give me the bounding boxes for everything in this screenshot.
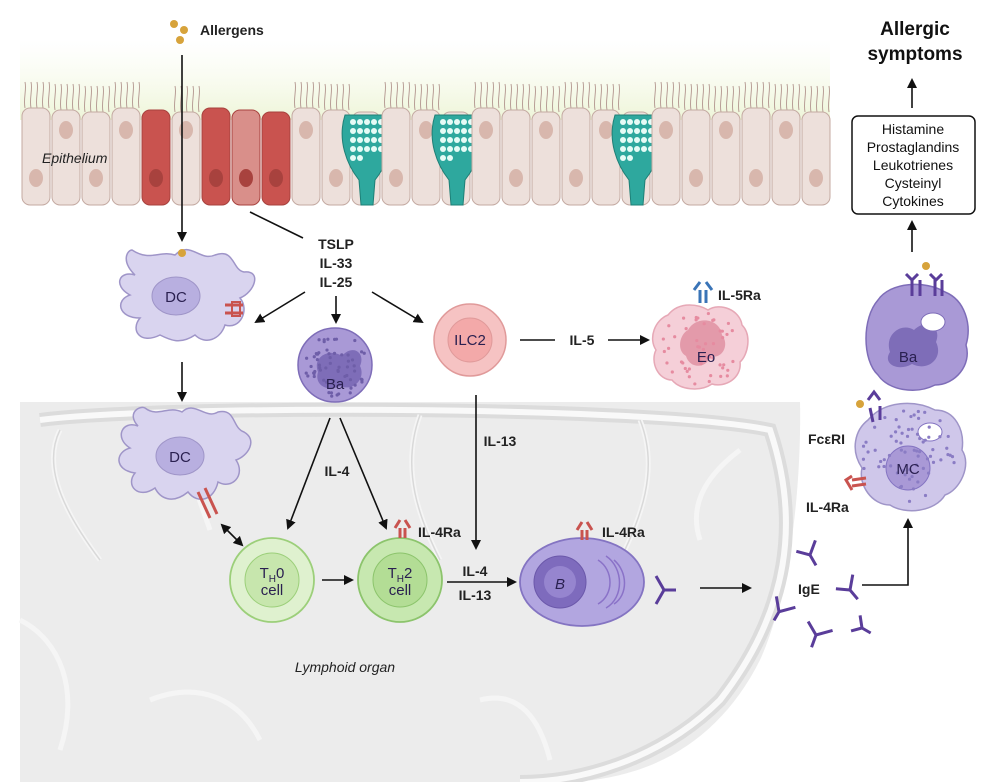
mediator-histamine: Histamine bbox=[882, 121, 944, 137]
epithelial-cytokines: TSLP IL-33 IL-25 bbox=[318, 236, 354, 290]
epithelial-cell bbox=[801, 111, 831, 206]
mediators-box bbox=[851, 115, 976, 215]
epithelial-cell bbox=[381, 107, 411, 206]
th2-cell bbox=[357, 519, 443, 623]
il5-receptor-icon bbox=[692, 281, 714, 303]
th0-cell bbox=[229, 537, 315, 623]
dendritic-cell-bottom bbox=[118, 406, 252, 519]
fceri-label: FcεRI bbox=[808, 431, 845, 447]
cytokine-tslp: TSLP bbox=[318, 236, 354, 252]
th2-cell-word: cell bbox=[389, 582, 412, 599]
dc-top-label: DC bbox=[165, 289, 187, 306]
epithelial-cell bbox=[501, 109, 531, 206]
dendritic-cell-top bbox=[118, 248, 256, 342]
epithelial-cell bbox=[51, 109, 81, 206]
epithelial-cell bbox=[21, 107, 51, 206]
il4-th2-label: IL-4 bbox=[463, 563, 488, 579]
il4ra-th2-label: IL-4Ra bbox=[418, 524, 461, 540]
dc-th0-interaction-arrow bbox=[220, 523, 244, 547]
cytokine-il25: IL-25 bbox=[320, 274, 353, 290]
il4ra-b-label: IL-4Ra bbox=[602, 524, 645, 540]
epithelial-cell bbox=[201, 107, 231, 206]
epithelial-cell bbox=[231, 109, 261, 206]
epithelial-cell bbox=[771, 109, 801, 206]
eosinophil bbox=[651, 281, 749, 390]
activated-basophil-label: Ba bbox=[899, 349, 918, 366]
mediator-leukotrienes: Leukotrienes bbox=[873, 157, 953, 173]
il4-receptor-th2-icon bbox=[393, 519, 412, 538]
il4ra-mc-label: IL-4Ra bbox=[806, 499, 849, 515]
epithelial-cell bbox=[111, 107, 141, 206]
lymphoid-organ-label: Lymphoid organ bbox=[295, 659, 395, 675]
ilc2-cell bbox=[433, 303, 507, 377]
il4-receptor-b-icon bbox=[575, 521, 594, 540]
epithelium-label: Epithelium bbox=[42, 150, 108, 166]
basophil-label: Ba bbox=[326, 376, 345, 393]
ige-label: IgE bbox=[798, 581, 820, 597]
mast-cell bbox=[843, 389, 967, 512]
arrow-to-dc bbox=[254, 291, 306, 324]
epithelial-cell bbox=[291, 107, 321, 206]
il5ra-label: IL-5Ra bbox=[718, 287, 761, 303]
mediator-cytokines: Cytokines bbox=[882, 193, 943, 209]
arrow-to-ilc2 bbox=[371, 291, 424, 324]
eosinophil-label: Eo bbox=[697, 349, 715, 366]
th0-label: TH0 bbox=[260, 565, 285, 585]
epithelial-cell bbox=[171, 111, 201, 206]
ilc2-label: ILC2 bbox=[454, 332, 486, 349]
fceri-receptor-icon bbox=[866, 389, 882, 423]
dc-bottom-label: DC bbox=[169, 449, 191, 466]
epithelium-to-cytokines-line bbox=[249, 211, 304, 239]
epithelial-cell bbox=[711, 111, 741, 206]
allergens-label: Allergens bbox=[200, 22, 264, 38]
il4-label: IL-4 bbox=[325, 463, 350, 479]
allergen-particles-icon bbox=[170, 20, 188, 44]
epithelial-cell bbox=[81, 111, 111, 206]
epithelial-cell bbox=[561, 107, 591, 206]
mediator-prostaglandins: Prostaglandins bbox=[867, 139, 960, 155]
cytokine-il33: IL-33 bbox=[320, 255, 353, 271]
epithelial-cell bbox=[681, 109, 711, 206]
epithelial-cell bbox=[741, 107, 771, 206]
epithelial-cell bbox=[531, 111, 561, 206]
il5-label: IL-5 bbox=[570, 332, 595, 348]
b-cell bbox=[519, 521, 645, 627]
epithelial-cell bbox=[651, 107, 681, 206]
il13-th2-label: IL-13 bbox=[459, 587, 492, 603]
il4-arrow-th0 bbox=[286, 417, 331, 530]
mast-cell-label: MC bbox=[896, 461, 919, 478]
b-cell-label: B bbox=[555, 576, 565, 593]
activated-basophil bbox=[865, 262, 969, 391]
il13-ilc2-label: IL-13 bbox=[484, 433, 517, 449]
epithelial-cell bbox=[471, 107, 501, 206]
th0-cell-word: cell bbox=[261, 582, 284, 599]
title-line-2: symptoms bbox=[867, 44, 962, 65]
ige-to-mast-arrow bbox=[862, 518, 913, 586]
il4-arrow-th2 bbox=[339, 417, 388, 530]
ige-antibodies bbox=[654, 539, 872, 648]
epithelial-cell bbox=[261, 111, 291, 206]
il4-receptor-mc-icon bbox=[843, 474, 867, 491]
th2-label: TH2 bbox=[388, 565, 413, 585]
mediator-cysteinyl: Cysteinyl bbox=[885, 175, 942, 191]
epithelium bbox=[20, 40, 831, 206]
epithelial-cell bbox=[141, 109, 171, 206]
title-line-1: Allergic bbox=[880, 19, 950, 40]
ige-receptor-crosslink-icon bbox=[904, 272, 944, 296]
basophil bbox=[297, 327, 373, 403]
